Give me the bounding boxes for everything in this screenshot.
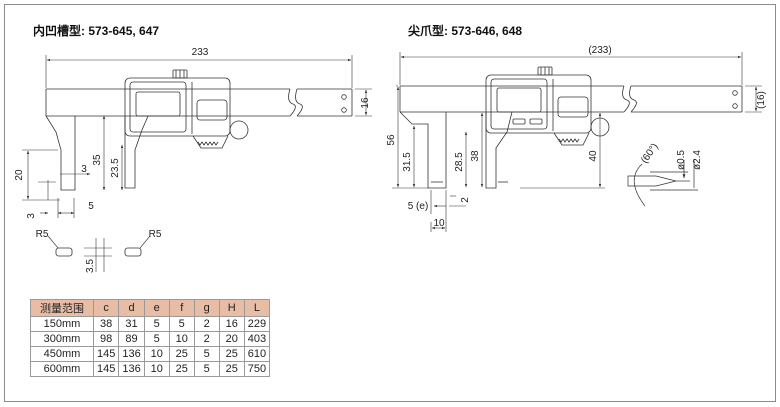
cell-g: 2 [193, 331, 220, 347]
cell-d: 136 [118, 361, 145, 377]
cell-range: 150mm [30, 316, 94, 332]
cell-H: 25 [218, 346, 245, 362]
cell-L: 403 [243, 331, 271, 347]
dim-right-16: (16) [756, 91, 767, 109]
table-row: 600mm 145 136 10 25 5 25 750 [30, 361, 271, 377]
cell-H: 16 [218, 316, 245, 332]
table-row: 150mm 38 31 5 5 2 16 229 [30, 316, 271, 332]
cell-g: 5 [193, 346, 220, 362]
dim-right-56: 56 [386, 134, 397, 146]
dim-left-3-side: 3 [26, 213, 37, 219]
cell-e: 5 [143, 316, 170, 332]
cell-H: 25 [218, 361, 245, 377]
dim-right-2: 2 [460, 197, 471, 203]
cell-c: 145 [92, 346, 120, 362]
right-dimensions [392, 52, 762, 232]
header-g: g [193, 299, 220, 317]
outer-frame [4, 4, 776, 402]
cell-d: 89 [118, 331, 145, 347]
cell-range: 300mm [30, 331, 94, 347]
header-e: e [143, 299, 170, 317]
dim-right-31-5: 31.5 [402, 152, 413, 172]
right-tip-detail [627, 160, 698, 207]
cell-e: 10 [143, 361, 170, 377]
dim-left-3-5: 3.5 [85, 259, 96, 273]
cell-c: 38 [92, 316, 120, 332]
header-c: c [92, 299, 120, 317]
cell-c: 145 [92, 361, 120, 377]
dim-right-38: 38 [470, 150, 481, 162]
right-title: 尖爪型: 573-646, 648 [408, 24, 523, 38]
cell-c: 98 [92, 331, 120, 347]
left-tip-detail [47, 235, 151, 272]
cell-d: 136 [118, 346, 145, 362]
dim-right-d0-5: ø0.5 [676, 150, 687, 170]
cell-L: 610 [243, 346, 271, 362]
table-row: 300mm 98 89 5 10 2 20 403 [30, 331, 271, 347]
cell-e: 5 [143, 331, 170, 347]
header-f: f [168, 299, 195, 317]
left-title: 内凹槽型: 573-645, 647 [33, 24, 160, 38]
right-caliper [399, 66, 743, 189]
dim-left-23-5: 23.5 [110, 158, 121, 178]
cell-f: 5 [168, 316, 195, 332]
cell-g: 2 [193, 316, 220, 332]
cell-g: 5 [193, 361, 220, 377]
dim-right-233: (233) [588, 45, 611, 56]
header-L: L [243, 299, 271, 317]
header-d: d [118, 299, 145, 317]
dim-right-28-5: 28.5 [454, 152, 465, 172]
dim-left-16: 16 [360, 97, 371, 109]
left-caliper [45, 69, 353, 191]
left-dimensions [22, 55, 372, 218]
cell-e: 10 [143, 346, 170, 362]
dim-right-5e: 5 (e) [408, 201, 429, 212]
cell-d: 31 [118, 316, 145, 332]
dim-left-3-top: 3 [81, 164, 87, 175]
right-dimension-labels: (233) (16) 56 31.5 28.5 38 40 5 (e) 2 10… [386, 45, 767, 229]
dim-r5-right: R5 [149, 229, 162, 240]
dim-right-d2-4: ø2.4 [692, 150, 703, 170]
dim-left-5: 5 [88, 201, 94, 212]
table-header-row: 测量范围 c d e f g H L [30, 299, 271, 317]
dim-right-40: 40 [588, 150, 599, 162]
dim-r5-left: R5 [36, 229, 49, 240]
cell-range: 600mm [30, 361, 94, 377]
dim-right-10: 10 [433, 218, 445, 229]
header-range: 测量范围 [30, 299, 94, 317]
table-row: 450mm 145 136 10 25 5 25 610 [30, 346, 271, 362]
cell-f: 10 [168, 331, 195, 347]
dim-left-35: 35 [92, 154, 103, 166]
cell-H: 20 [218, 331, 245, 347]
left-dimension-labels: 233 16 35 23.5 20 3 3 5 R5 R5 3.5 [14, 47, 371, 273]
spec-table: 测量范围 c d e f g H L 150mm 38 31 5 5 2 16 … [30, 299, 271, 377]
cell-f: 25 [168, 346, 195, 362]
cell-range: 450mm [30, 346, 94, 362]
cell-f: 25 [168, 361, 195, 377]
dim-left-233: 233 [192, 47, 209, 58]
dim-left-20: 20 [14, 169, 25, 181]
dim-right-angle: (60°) [639, 141, 661, 165]
cell-L: 750 [243, 361, 271, 377]
header-H: H [218, 299, 245, 317]
cell-L: 229 [243, 316, 271, 332]
